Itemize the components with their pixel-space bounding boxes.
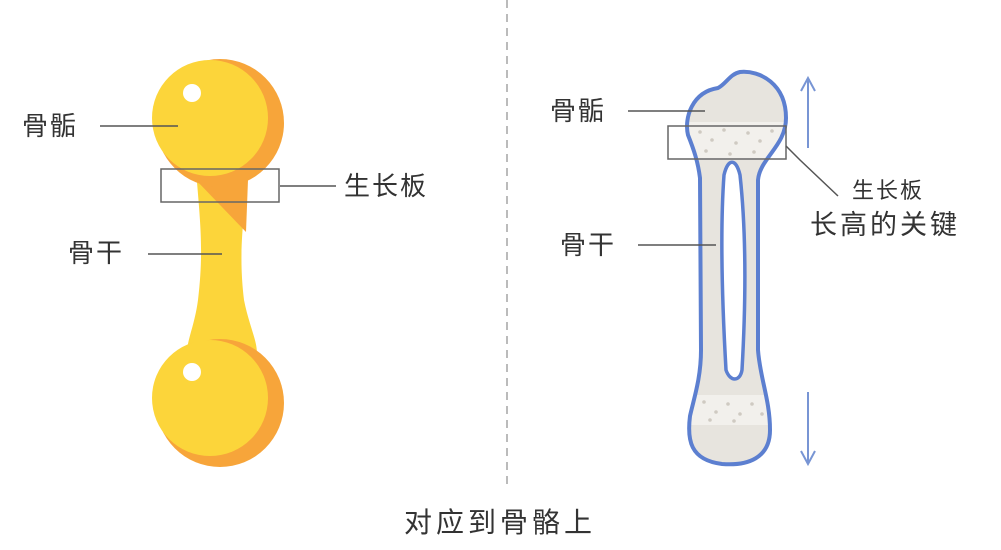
left-diaphysis-label: 骨干 xyxy=(68,239,124,269)
left-growth-plate-box xyxy=(160,168,280,203)
growth-up-arrow xyxy=(800,75,816,148)
right-growth-plate-leader xyxy=(785,145,839,197)
growth-down-arrow xyxy=(800,392,816,467)
right-epiphysis-label: 骨骺 xyxy=(550,97,606,127)
long-bone-illustration xyxy=(685,69,788,467)
right-growth-plate-note: 长高的关键 xyxy=(810,210,960,241)
right-growth-plate-box xyxy=(667,125,787,160)
left-epiphysis-label: 骨骺 xyxy=(22,112,78,142)
toy-bottom-ball xyxy=(152,339,284,467)
right-diaphysis-label: 骨干 xyxy=(560,231,616,261)
toy-top-ball xyxy=(152,59,284,187)
bone-outline xyxy=(685,69,788,467)
right-growth-plate-label: 生长板 xyxy=(852,179,924,204)
medullary-cavity xyxy=(720,160,747,381)
toy-bone-illustration xyxy=(152,59,284,467)
left-growth-plate-label: 生长板 xyxy=(344,172,428,202)
toy-shaft-shade xyxy=(196,180,248,232)
caption: 对应到骨骼上 xyxy=(404,506,596,539)
